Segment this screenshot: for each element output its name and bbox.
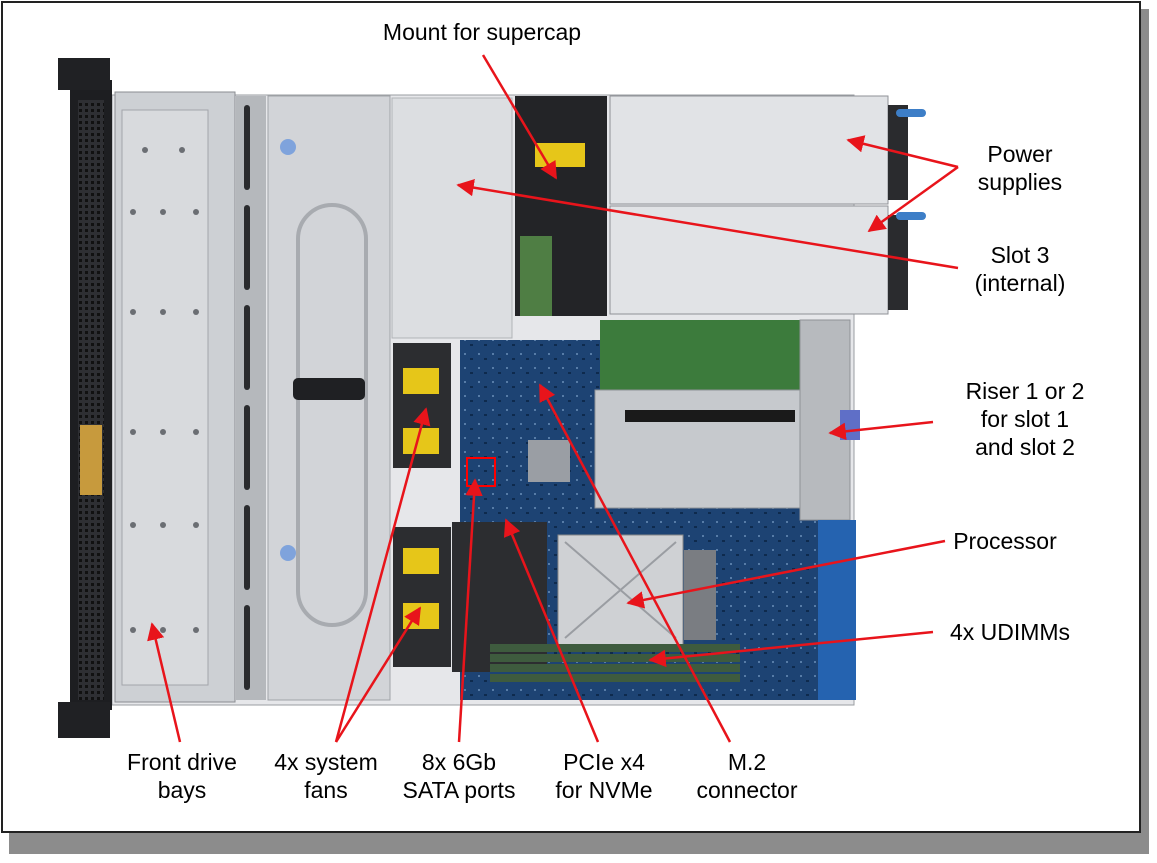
label-udimms: 4x UDIMMs [949,619,1071,645]
riser-tab [840,410,860,440]
udimm-slots [490,644,740,682]
psu2-latch [896,109,926,117]
bezel-tab [80,425,102,495]
psu1-latch [896,212,926,220]
rear-io [818,520,856,700]
pch-heatsink [528,440,570,482]
label-front-bays: Front drive bays [127,749,237,803]
middle-bay [391,97,513,339]
callout-arrows [147,54,959,743]
baffle-rail [296,203,368,627]
blue-touchpoint-bottom [280,545,296,561]
psu1 [609,205,889,315]
backplane-slots [244,105,250,690]
riser-slot [625,410,795,422]
supercap-board [520,236,552,316]
psu2 [609,95,889,205]
label-processor: Processor [953,528,1057,554]
baffle-handle [293,378,365,400]
drive-cage-inner [121,109,209,686]
bezel-grille [78,100,104,700]
bezel-top-ear [58,58,110,90]
processor-x [564,541,677,639]
label-m2: M.2 connector [696,749,798,803]
riser-card-pcb [600,320,810,395]
vrm-fins [684,550,716,640]
psu1-handle [888,215,908,310]
blue-touchpoint-top [280,139,296,155]
label-power-supplies: Power supplies [977,141,1063,195]
label-system-fans: 4x system fans [274,749,378,803]
label-mount-supercap: Mount for supercap [382,19,582,45]
label-slot3: Slot 3 (internal) [974,242,1066,296]
backplane [236,96,266,700]
bezel-bottom-ear [58,702,110,738]
label-pcie-nvme: PCIe x4 for NVMe [555,749,653,803]
label-sata-ports: 8x 6Gb SATA ports [402,749,516,803]
fan-modules [393,343,451,667]
label-riser: Riser 1 or 2 for slot 1 and slot 2 [965,378,1085,460]
